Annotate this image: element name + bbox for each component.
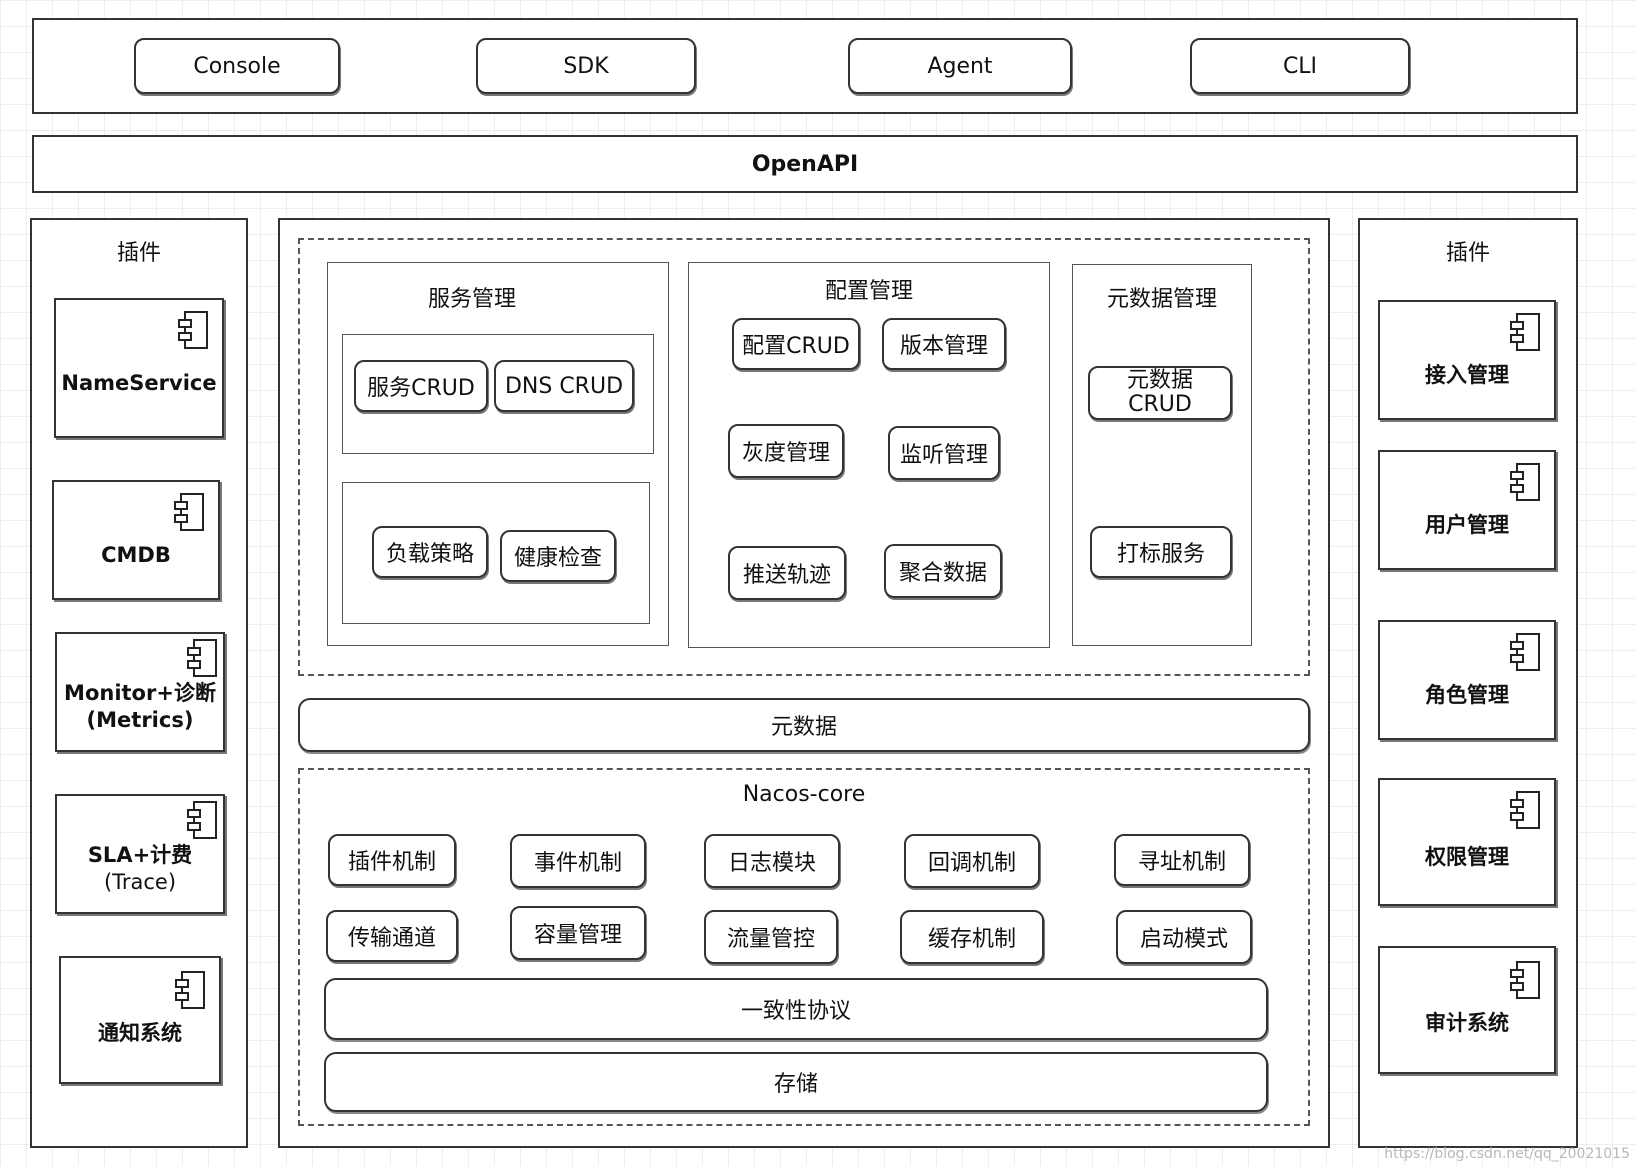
plugin-label: Monitor+诊断: [64, 681, 216, 705]
core-callback-mechanism: 回调机制: [904, 834, 1040, 888]
config-mgmt-title: 配置管理: [824, 279, 913, 304]
core-event-mechanism: 事件机制: [510, 834, 646, 888]
push-trace-node: 推送轨迹: [728, 546, 846, 600]
plugin-label: 审计系统: [1425, 1011, 1509, 1035]
metadata-crud-line2: CRUD: [1128, 392, 1192, 417]
plugin-audit-system: 审计系统: [1378, 946, 1556, 1074]
plugin-cmdb: CMDB: [52, 480, 220, 600]
health-check-node: 健康检查: [500, 530, 616, 582]
metadata-bar: 元数据: [298, 698, 1310, 752]
plugin-label: 通知系统: [98, 1021, 182, 1045]
listener-mgmt-node: 监听管理: [888, 426, 1000, 480]
component-icon: [178, 311, 208, 349]
core-log-module: 日志模块: [704, 834, 840, 888]
core-transport-channel: 传输通道: [326, 910, 458, 962]
component-icon: [1510, 791, 1540, 829]
plugin-sla: SLA+计费 (Trace): [55, 794, 225, 914]
plugin-access-mgmt: 接入管理: [1378, 300, 1556, 420]
plugin-label: 用户管理: [1425, 513, 1509, 537]
plugin-label: CMDB: [101, 543, 171, 567]
component-icon: [1510, 633, 1540, 671]
core-startup-mode: 启动模式: [1116, 910, 1252, 964]
dns-crud-node: DNS CRUD: [494, 360, 634, 412]
component-icon: [1510, 313, 1540, 351]
core-plugin-mechanism: 插件机制: [328, 834, 456, 886]
plugin-monitor: Monitor+诊断 (Metrics): [55, 632, 225, 752]
metadata-crud-line1: 元数据: [1126, 368, 1193, 393]
left-plugins-title: 插件: [116, 241, 161, 266]
plugin-sublabel: (Trace): [103, 870, 177, 894]
console-node: Console: [134, 38, 340, 94]
metadata-mgmt-panel: [1072, 264, 1252, 646]
nacos-core-region: [298, 768, 1310, 1126]
version-mgmt-node: 版本管理: [882, 318, 1006, 370]
right-plugins-title: 插件: [1445, 241, 1490, 266]
plugin-role-mgmt: 角色管理: [1378, 620, 1556, 740]
component-icon: [1510, 463, 1540, 501]
cli-node: CLI: [1190, 38, 1410, 94]
watermark: https://blog.csdn.net/qq_20021015: [1384, 1146, 1630, 1162]
plugin-label: NameService: [61, 371, 217, 395]
agent-node: Agent: [848, 38, 1072, 94]
core-addressing-mechanism: 寻址机制: [1114, 834, 1250, 886]
config-crud-node: 配置CRUD: [732, 318, 860, 370]
management-region: [298, 238, 1310, 676]
service-mgmt-title: 服务管理: [427, 287, 516, 312]
plugin-sublabel: (Metrics): [86, 708, 194, 732]
component-icon: [175, 971, 205, 1009]
plugin-label: SLA+计费: [87, 843, 193, 867]
component-icon: [174, 493, 204, 531]
component-icon: [187, 639, 217, 677]
nacos-core-title: Nacos-core: [742, 781, 866, 807]
consistency-protocol-bar: 一致性协议: [324, 978, 1268, 1040]
core-traffic-control: 流量管控: [704, 910, 838, 964]
component-icon: [187, 801, 217, 839]
aggregate-data-node: 聚合数据: [884, 544, 1002, 598]
gray-release-node: 灰度管理: [728, 424, 844, 478]
component-icon: [1510, 961, 1540, 999]
storage-bar: 存储: [324, 1052, 1268, 1112]
sdk-node: SDK: [476, 38, 696, 94]
plugin-user-mgmt: 用户管理: [1378, 450, 1556, 570]
plugin-notification: 通知系统: [59, 956, 221, 1084]
plugin-permission-mgmt: 权限管理: [1378, 778, 1556, 906]
plugin-label: 接入管理: [1425, 363, 1509, 387]
core-cache-mechanism: 缓存机制: [900, 910, 1044, 964]
service-crud-node: 服务CRUD: [354, 360, 488, 412]
metadata-crud-node: 元数据 CRUD: [1088, 366, 1232, 420]
plugin-label: 权限管理: [1425, 845, 1509, 869]
plugin-nameservice: NameService: [54, 298, 224, 438]
openapi-bar: OpenAPI: [32, 135, 1578, 193]
core-capacity-mgmt: 容量管理: [510, 906, 646, 960]
openapi-label: OpenAPI: [751, 151, 859, 177]
load-strategy-node: 负载策略: [372, 526, 488, 578]
metadata-mgmt-title: 元数据管理: [1106, 287, 1217, 312]
tagging-service-node: 打标服务: [1090, 526, 1232, 578]
plugin-label: 角色管理: [1425, 683, 1509, 707]
